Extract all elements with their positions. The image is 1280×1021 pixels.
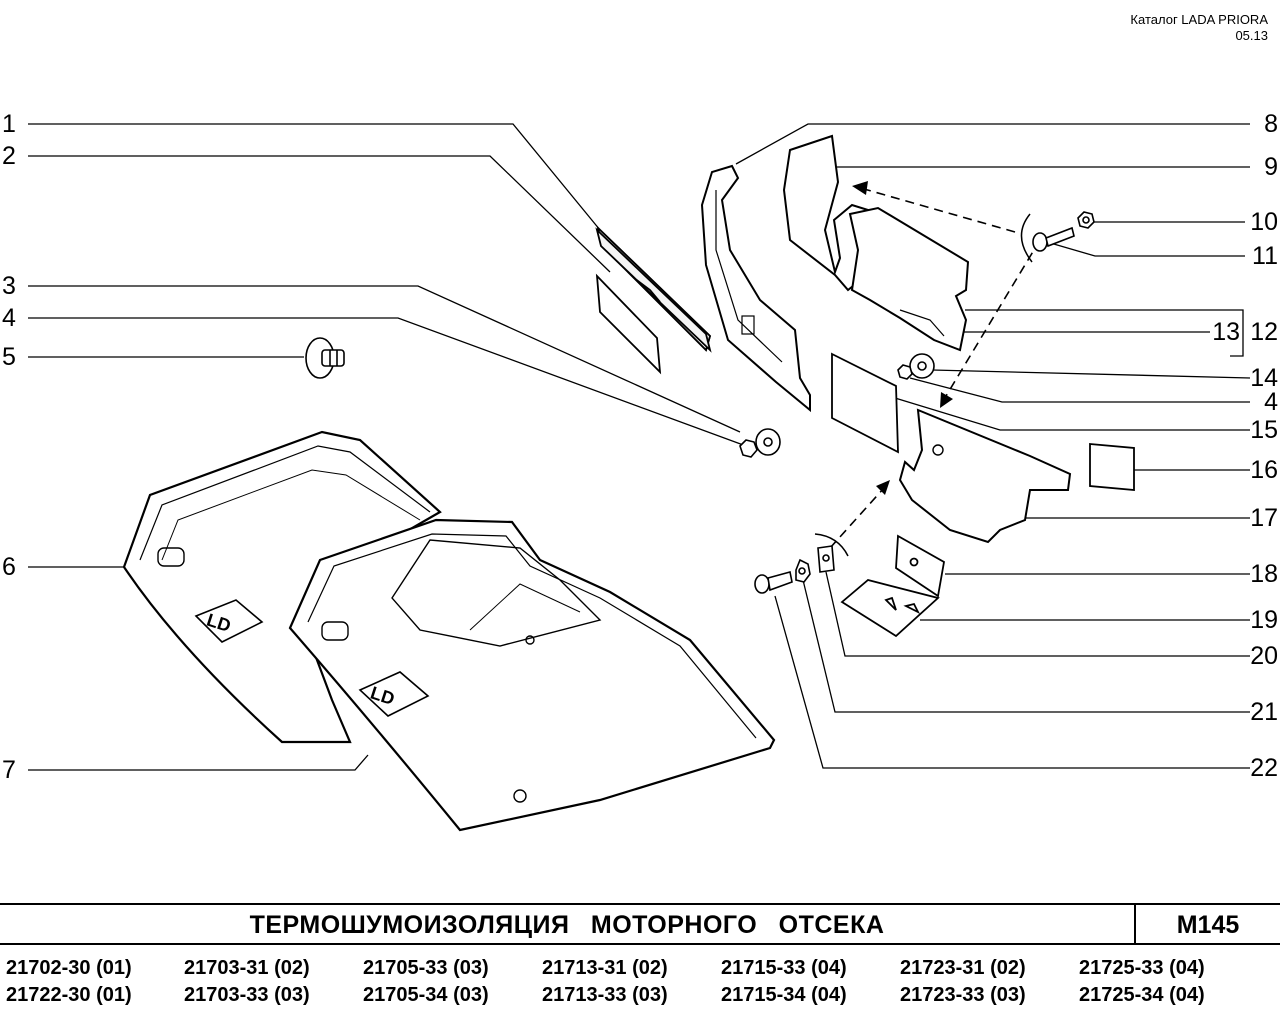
nut-10 xyxy=(1077,211,1095,229)
callout-13: 13 xyxy=(1212,318,1240,346)
callout-6: 6 xyxy=(2,553,16,581)
hood-insulation-7: LD xyxy=(288,518,776,832)
callout-11: 11 xyxy=(1252,242,1278,270)
callout-8: 8 xyxy=(1264,110,1278,138)
bolt-22 xyxy=(754,571,793,594)
model-list: 21702-30 (01) 21703-31 (02) 21705-33 (03… xyxy=(0,955,1280,1009)
callout-14: 14 xyxy=(1250,364,1278,392)
insulation-pad-15 xyxy=(831,352,899,454)
catalog-date: 05.13 xyxy=(1235,28,1268,43)
callout-3: 3 xyxy=(2,272,16,300)
clip-5 xyxy=(305,337,345,379)
callout-15: 15 xyxy=(1250,416,1278,444)
callout-12: 12 xyxy=(1250,318,1278,346)
callout-1: 1 xyxy=(2,110,16,138)
callout-17: 17 xyxy=(1250,504,1278,532)
callout-4-right: 4 xyxy=(1264,388,1278,416)
model-code: 21705-34 (03) xyxy=(363,984,489,1006)
model-code: 21715-34 (04) xyxy=(721,984,847,1006)
callout-5: 5 xyxy=(2,343,16,371)
bracket-18 xyxy=(895,534,945,598)
model-code: 21715-33 (04) xyxy=(721,957,847,979)
page-title: ТЕРМОШУМОИЗОЛЯЦИЯ МОТОРНОГО ОТСЕКА xyxy=(249,911,885,939)
callout-18: 18 xyxy=(1250,560,1278,588)
model-code: 21722-30 (01) xyxy=(6,984,132,1006)
model-code: 21725-34 (04) xyxy=(1079,984,1205,1006)
screw-11 xyxy=(1032,226,1075,252)
callout-7: 7 xyxy=(2,756,16,784)
page-code: M145 xyxy=(1134,905,1280,943)
insulation-pad-2 xyxy=(595,271,662,375)
hood-insulation-6: LD xyxy=(122,430,442,744)
callout-2: 2 xyxy=(2,142,16,170)
model-code: 21723-31 (02) xyxy=(900,957,1026,979)
plate-19 xyxy=(840,579,940,638)
wheel-arch-shield-8 xyxy=(700,164,811,413)
insulation-pad-1 xyxy=(595,225,712,353)
callout-20: 20 xyxy=(1250,642,1278,670)
model-row: 21722-30 (01) 21703-33 (03) 21705-34 (03… xyxy=(0,982,1280,1009)
model-code: 21703-33 (03) xyxy=(184,984,310,1006)
model-row: 21702-30 (01) 21703-31 (02) 21705-33 (03… xyxy=(0,955,1280,982)
model-code: 21705-33 (03) xyxy=(363,957,489,979)
leader-lines xyxy=(28,123,1251,771)
page-header: Каталог LADA PRIORA 05.13 xyxy=(1130,12,1268,44)
callout-22: 22 xyxy=(1250,754,1278,782)
catalog-title: Каталог LADA PRIORA xyxy=(1130,12,1268,27)
shield-17 xyxy=(898,408,1072,544)
nut-washer-4 xyxy=(739,428,781,458)
callout-16: 16 xyxy=(1250,456,1278,484)
callout-4-left: 4 xyxy=(2,304,16,332)
bracket-clip-20 xyxy=(817,545,835,573)
callout-9: 9 xyxy=(1264,153,1278,181)
exploded-parts-diagram: LD LD xyxy=(28,123,1251,832)
insulation-pad-16 xyxy=(1089,443,1135,491)
callout-10: 10 xyxy=(1250,208,1278,236)
model-code: 21723-33 (03) xyxy=(900,984,1026,1006)
callout-19: 19 xyxy=(1250,606,1278,634)
screw-arcs xyxy=(814,213,1033,557)
assembly-arrows xyxy=(829,188,1041,549)
title-bar: ТЕРМОШУМОИЗОЛЯЦИЯ МОТОРНОГО ОТСЕКА M145 xyxy=(0,903,1280,945)
model-code: 21725-33 (04) xyxy=(1079,957,1205,979)
lock-washer-21 xyxy=(795,558,811,583)
callout-21: 21 xyxy=(1250,698,1278,726)
model-code: 21713-33 (03) xyxy=(542,984,668,1006)
arrow-heads xyxy=(852,181,953,495)
model-code: 21713-31 (02) xyxy=(542,957,668,979)
model-code: 21702-30 (01) xyxy=(6,957,132,979)
shield-13 xyxy=(848,206,970,352)
model-code: 21703-31 (02) xyxy=(184,957,310,979)
washer-14 xyxy=(897,353,935,380)
